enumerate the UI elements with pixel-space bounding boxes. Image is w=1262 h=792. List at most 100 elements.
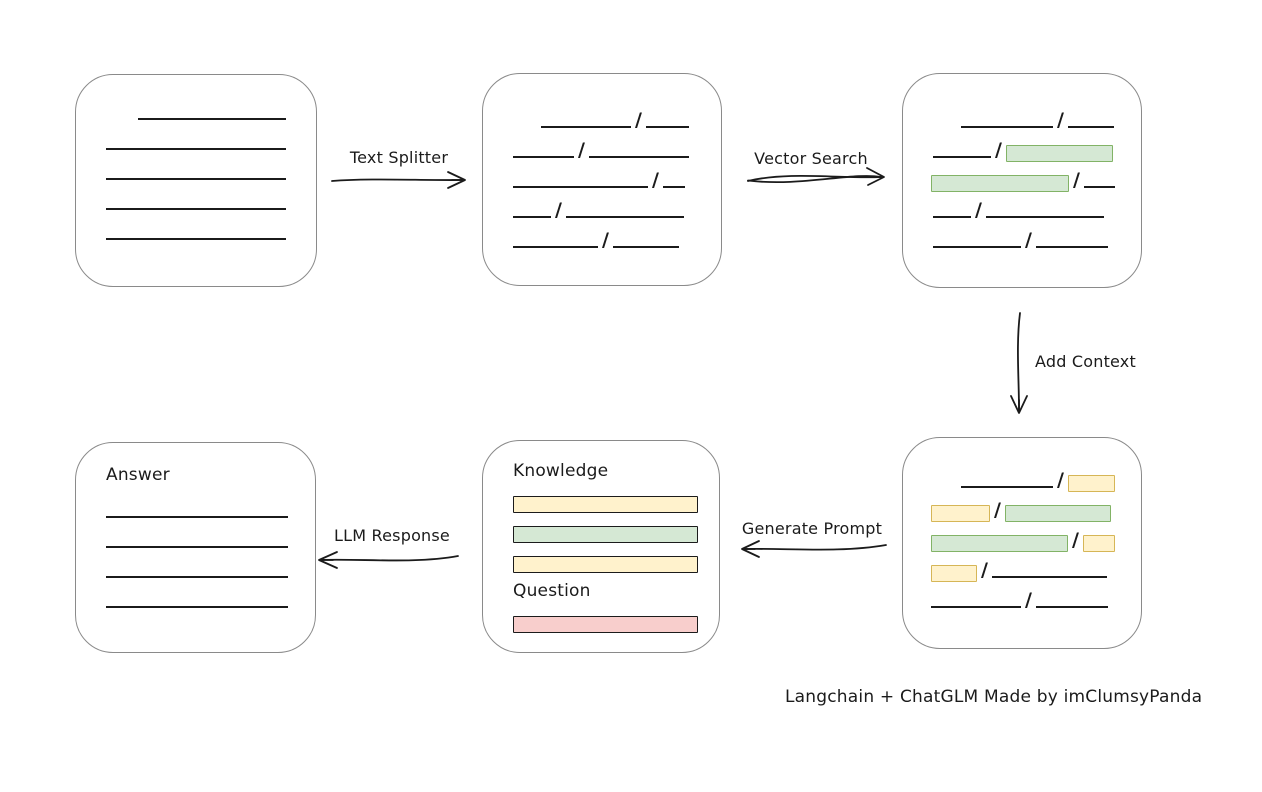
text-row — [76, 210, 316, 240]
llm-response-arrow — [318, 551, 459, 569]
generate-prompt-label: Generate Prompt — [741, 519, 883, 538]
slash-separator: / — [994, 499, 1001, 521]
text-line — [513, 246, 598, 248]
vector-search-results-box: / / / / / — [902, 73, 1142, 288]
yellow-highlight-rect — [1082, 535, 1115, 552]
text-row: / — [903, 548, 1141, 582]
text-line — [991, 576, 1107, 578]
yellow-highlight-rect — [931, 565, 977, 582]
text-line — [933, 216, 971, 218]
text-line — [612, 246, 679, 248]
text-row — [76, 548, 315, 578]
slash-separator: / — [1057, 469, 1064, 491]
slash-separator: / — [975, 199, 982, 221]
text-line — [513, 216, 551, 218]
answer-box: Answer — [75, 442, 316, 653]
yellow-bar — [513, 556, 698, 573]
text-line — [645, 126, 689, 128]
answer-label: Answer — [106, 465, 170, 485]
text-row: / — [483, 98, 721, 130]
text-row: / — [483, 158, 721, 191]
slash-separator: / — [652, 169, 659, 191]
text-row: / — [903, 488, 1141, 522]
text-line — [961, 126, 1053, 128]
text-line — [931, 606, 1021, 608]
text-line — [106, 238, 286, 240]
text-row: / — [903, 188, 1141, 221]
text-row — [76, 518, 315, 548]
text-row: / — [903, 518, 1141, 552]
slash-separator: / — [1057, 109, 1064, 131]
slash-separator: / — [1073, 169, 1080, 191]
green-highlight-rect — [1005, 145, 1113, 162]
text-row: / — [903, 218, 1141, 251]
text-row — [76, 488, 315, 518]
diagram-caption: Langchain + ChatGLM Made by imClumsyPand… — [785, 687, 1203, 707]
text-line — [106, 606, 288, 608]
red-bar — [513, 616, 698, 633]
text-line — [961, 486, 1053, 488]
vector-search-arrow — [747, 167, 885, 186]
add-context-label: Add Context — [1035, 352, 1136, 371]
text-row: / — [903, 578, 1141, 611]
slash-separator: / — [555, 199, 562, 221]
text-line — [565, 216, 684, 218]
text-line — [106, 546, 288, 548]
text-line — [933, 156, 991, 158]
text-splitter-label: Text Splitter — [349, 148, 449, 167]
text-row: / — [483, 188, 721, 221]
text-line — [933, 246, 1021, 248]
slash-separator: / — [981, 559, 988, 581]
text-line — [985, 216, 1104, 218]
text-row — [76, 180, 316, 210]
text-row: / — [483, 218, 721, 251]
context-box: / / / / / — [902, 437, 1142, 649]
text-line — [541, 126, 631, 128]
text-row — [76, 578, 315, 608]
text-line — [1083, 186, 1115, 188]
slash-separator: / — [995, 139, 1002, 161]
text-line — [513, 186, 648, 188]
text-row: / — [903, 128, 1141, 162]
text-row — [76, 120, 316, 150]
knowledge-label: Knowledge — [513, 461, 609, 481]
text-line — [106, 516, 288, 518]
text-line — [1067, 126, 1114, 128]
yellow-bar — [513, 496, 698, 513]
text-row: / — [903, 98, 1141, 131]
question-label: Question — [513, 581, 591, 601]
text-row: / — [483, 128, 721, 161]
add-context-arrow — [1010, 312, 1028, 414]
text-line — [662, 186, 685, 188]
text-splitter-arrow — [331, 171, 466, 189]
slash-separator: / — [602, 229, 609, 251]
text-line — [106, 148, 286, 150]
chunk-lines: / / / / / — [483, 98, 721, 251]
vector-search-label: Vector Search — [754, 149, 868, 168]
yellow-highlight-rect — [1067, 475, 1115, 492]
source-document-box — [75, 74, 317, 287]
text-line — [513, 156, 574, 158]
slash-separator: / — [1025, 229, 1032, 251]
text-row — [76, 90, 316, 120]
text-row — [76, 150, 316, 180]
text-line — [1035, 246, 1108, 248]
answer-lines — [76, 488, 315, 608]
text-chunks-box: / / / / / — [482, 73, 722, 286]
text-line — [138, 118, 286, 120]
slash-separator: / — [1025, 589, 1032, 611]
text-row: / — [903, 158, 1141, 192]
text-line — [1035, 606, 1108, 608]
search-result-lines: / / / / / — [903, 98, 1141, 251]
text-line — [106, 576, 288, 578]
llm-response-label: LLM Response — [334, 526, 450, 545]
text-line — [106, 178, 286, 180]
slash-separator: / — [1072, 529, 1079, 551]
yellow-highlight-rect — [931, 505, 990, 522]
context-lines: / / / / / — [903, 458, 1141, 611]
green-highlight-rect — [931, 175, 1069, 192]
text-row: / — [903, 458, 1141, 492]
slash-separator: / — [578, 139, 585, 161]
generate-prompt-arrow — [741, 540, 887, 558]
